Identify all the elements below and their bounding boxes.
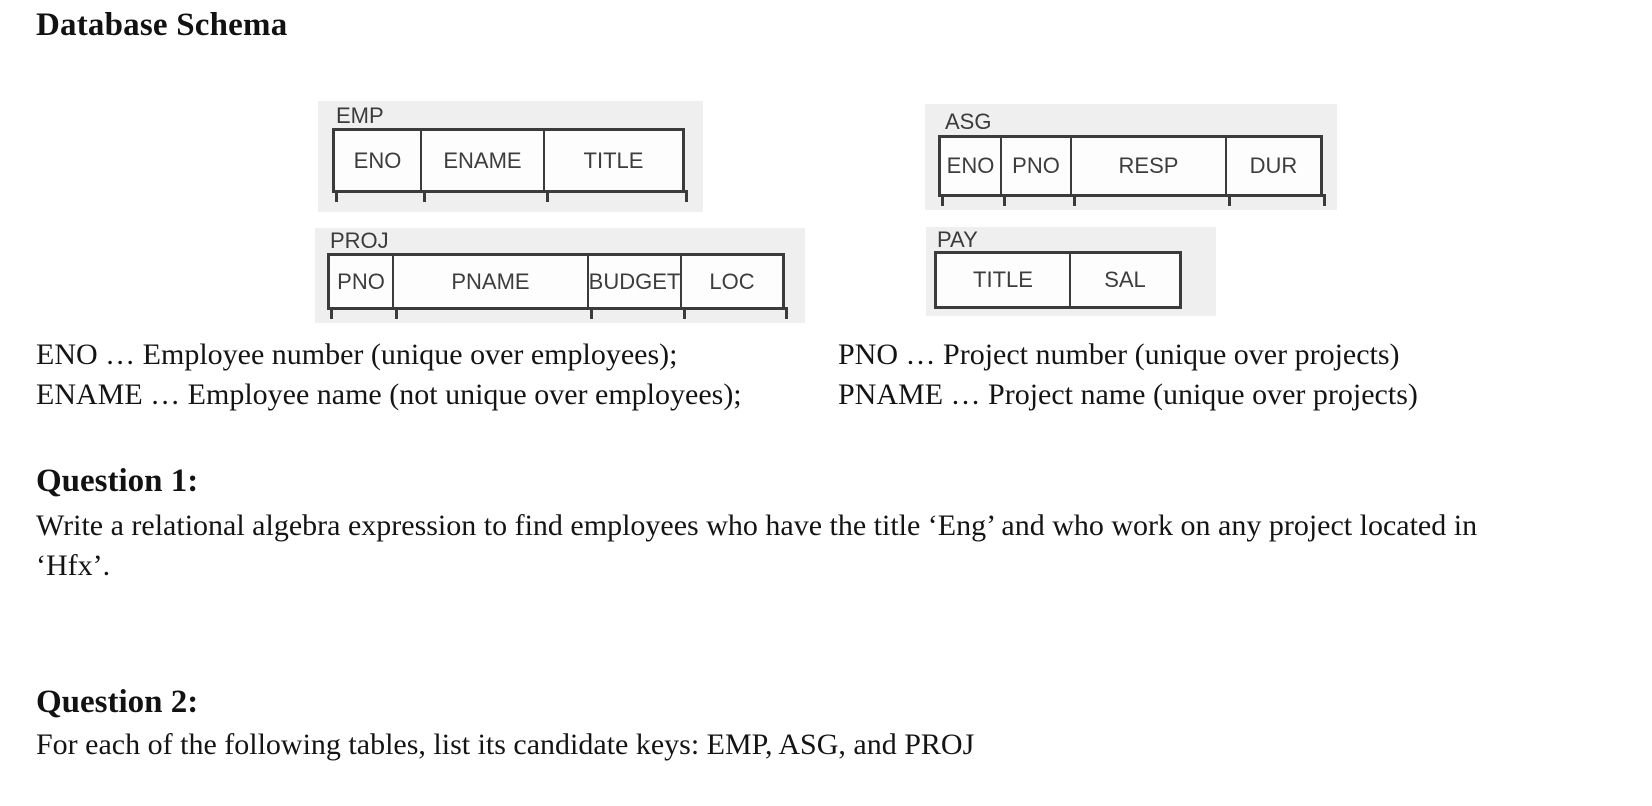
question-1-line-2: ‘Hfx’. <box>36 549 111 582</box>
question-2-text: For each of the following tables, list i… <box>36 725 974 765</box>
asg-column-cell: ENO <box>946 153 995 178</box>
pay-column-cell: SAL <box>1069 254 1179 306</box>
table-line-stub <box>335 190 338 202</box>
question-2-line-1: For each of the following tables, list i… <box>36 728 975 761</box>
proj-column-cell: PNO <box>337 268 385 294</box>
table-line-stub <box>785 307 788 319</box>
question-2-heading: Question 2: <box>36 684 199 720</box>
note-line-ename: ENAME … Employee name (not unique over e… <box>36 378 742 411</box>
proj-column-cell: LOC <box>680 256 782 307</box>
question-1-heading: Question 1: <box>36 463 199 499</box>
pay-table-name-label: PAY <box>937 227 978 252</box>
emp-column-cell: TITLE <box>543 131 682 190</box>
table-line-stub <box>546 190 549 202</box>
pay-table-row: TITLE SAL <box>934 251 1182 309</box>
asg-column-cell: PNO <box>1000 138 1070 194</box>
notes-right-column: PNO … Project number (unique over projec… <box>838 335 1418 415</box>
question-1-text: Write a relational algebra expression to… <box>36 506 1477 586</box>
pay-column-cell: TITLE <box>973 267 1033 292</box>
page-title: Database Schema <box>36 7 288 43</box>
asg-column-cell: RESP <box>1070 138 1225 194</box>
note-line-pno: PNO … Project number (unique over projec… <box>838 338 1400 371</box>
table-line-stub <box>941 194 944 206</box>
note-line-eno: ENO … Employee number (unique over emplo… <box>36 338 678 371</box>
table-line-stub <box>685 190 688 202</box>
emp-table-name-label: EMP <box>336 103 384 128</box>
table-line-stub <box>1073 194 1076 206</box>
table-line-stub <box>683 307 686 319</box>
asg-column-cell: DUR <box>1225 138 1320 194</box>
question-1-line-1: Write a relational algebra expression to… <box>36 509 1478 542</box>
emp-column-cell: ENO <box>353 147 402 173</box>
table-line-stub <box>1003 194 1006 206</box>
table-line-stub <box>1323 194 1326 206</box>
asg-table-name-label: ASG <box>945 109 992 134</box>
table-line-stub <box>395 307 398 319</box>
table-line-stub <box>330 307 333 319</box>
proj-column-cell: PNAME <box>392 256 587 307</box>
emp-column-cell: ENAME <box>420 131 543 190</box>
proj-table-name-label: PROJ <box>330 228 389 253</box>
proj-column-cell: BUDGET <box>587 256 680 307</box>
table-line-stub <box>1228 194 1231 206</box>
table-line-stub <box>423 190 426 202</box>
pay-table: PAY TITLE SAL <box>926 227 1216 316</box>
notes-left-column: ENO … Employee number (unique over emplo… <box>36 335 742 415</box>
note-line-pname: PNAME … Project name (unique over projec… <box>838 378 1418 411</box>
table-line-stub <box>590 307 593 319</box>
